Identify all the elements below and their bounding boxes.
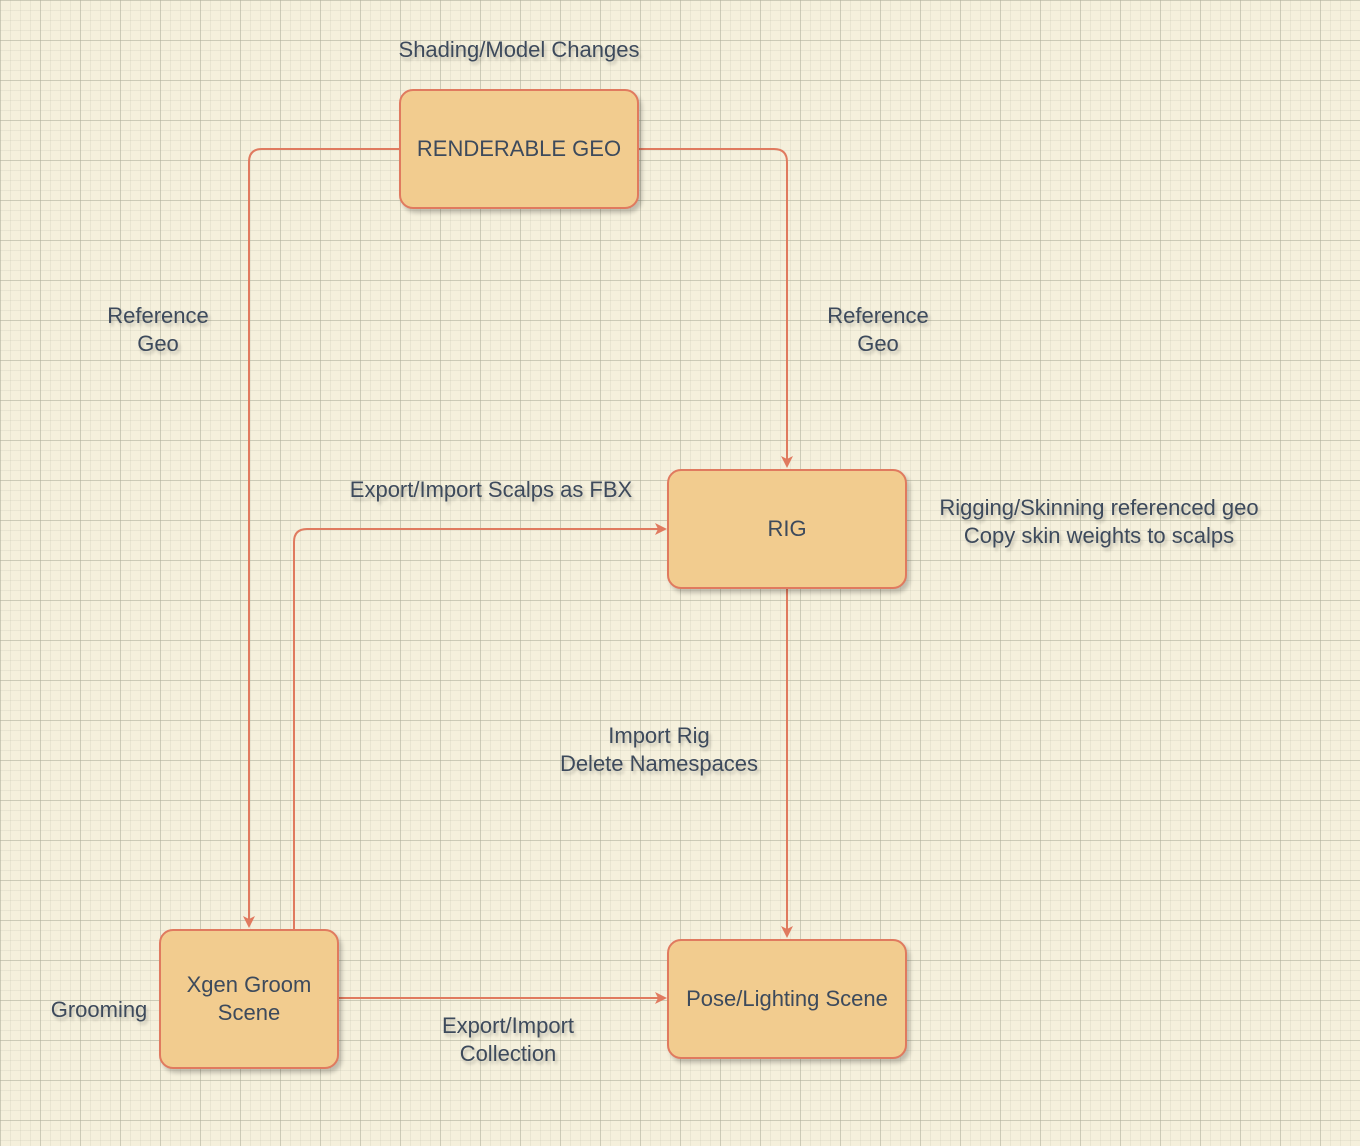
export-import-scalps-label: Export/Import Scalps as FBX	[321, 476, 661, 504]
reference-geo-right-line1: Reference	[827, 303, 929, 328]
grooming-text: Grooming	[50, 997, 148, 1022]
export-import-collection-line2: Collection	[459, 1041, 557, 1066]
rigging-skinning-label: Rigging/Skinning referenced geo Copy ski…	[919, 494, 1279, 550]
renderable-geo-node[interactable]: RENDERABLE GEO	[399, 89, 639, 209]
xgen-groom-scene-node[interactable]: Xgen Groom Scene	[159, 929, 339, 1069]
export-import-collection-label: Export/Import Collection	[408, 1012, 608, 1068]
rig-node[interactable]: RIG	[667, 469, 907, 589]
shading-model-changes-label: Shading/Model Changes	[359, 36, 679, 64]
xgen-groom-label-line1: Xgen Groom	[186, 972, 312, 997]
rigging-skinning-line1: Rigging/Skinning referenced geo	[939, 495, 1259, 520]
rig-label: RIG	[767, 516, 807, 541]
edge-geo-to-xgen	[243, 148, 399, 928]
shading-model-changes-text: Shading/Model Changes	[398, 37, 640, 62]
pose-lighting-label: Pose/Lighting Scene	[686, 986, 888, 1011]
import-rig-line1: Import Rig	[608, 723, 710, 748]
reference-geo-right-label: Reference Geo	[798, 302, 958, 358]
reference-geo-right-line2: Geo	[857, 331, 899, 356]
edge-xgen-to-rig	[293, 523, 667, 929]
xgen-groom-label-line2: Scene	[217, 1000, 281, 1025]
export-import-collection-line1: Export/Import	[441, 1013, 575, 1038]
grooming-label: Grooming	[39, 996, 159, 1024]
import-rig-line2: Delete Namespaces	[559, 751, 759, 776]
edge-geo-to-rig	[639, 148, 793, 468]
export-import-scalps-text: Export/Import Scalps as FBX	[349, 477, 633, 502]
rigging-skinning-line2: Copy skin weights to scalps	[963, 523, 1235, 548]
import-rig-label: Import Rig Delete Namespaces	[529, 722, 789, 778]
reference-geo-left-line2: Geo	[137, 331, 179, 356]
reference-geo-left-label: Reference Geo	[78, 302, 238, 358]
reference-geo-left-line1: Reference	[107, 303, 209, 328]
renderable-geo-label: RENDERABLE GEO	[416, 136, 622, 161]
pose-lighting-scene-node[interactable]: Pose/Lighting Scene	[667, 939, 907, 1059]
